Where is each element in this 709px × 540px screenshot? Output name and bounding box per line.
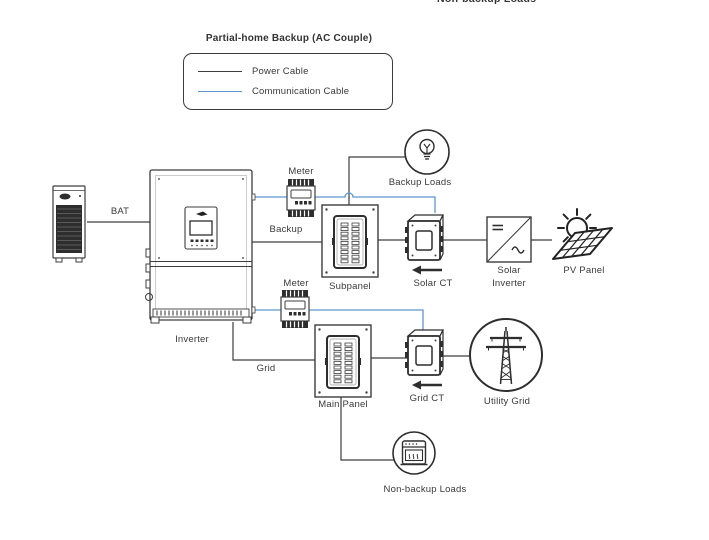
backup-label: Backup — [269, 224, 303, 235]
grid-ct-arrow-icon — [410, 379, 444, 391]
solar-ct-label: Solar CT — [413, 278, 453, 289]
main-panel-label: Main Panel — [318, 399, 368, 410]
meter-top-label: Meter — [288, 166, 314, 177]
legend-box: Power Cable Communication Cable — [183, 53, 393, 110]
inverter-label: Inverter — [175, 334, 209, 345]
main-panel-icon — [314, 324, 372, 398]
meter-top-icon — [286, 178, 316, 218]
backup-loads-icon — [404, 129, 450, 175]
utility-grid-label: Utility Grid — [483, 396, 531, 407]
meter-bottom-label: Meter — [283, 278, 309, 289]
grid-ct-icon — [404, 329, 445, 376]
communication-cable-swatch — [198, 91, 242, 92]
non-backup-loads-label: Non-backup Loads — [383, 484, 467, 495]
utility-grid-icon — [469, 318, 543, 392]
bat-label: BAT — [110, 206, 130, 217]
inverter-display — [184, 206, 218, 250]
legend-row-power: Power Cable — [184, 66, 392, 77]
legend-row-communication: Communication Cable — [184, 86, 392, 97]
grid-label: Grid — [256, 363, 276, 374]
grid-ct-label: Grid CT — [409, 393, 445, 404]
solar-inverter-label-line1: Solar — [497, 265, 521, 276]
diagram-title: Partial-home Backup (AC Couple) — [205, 33, 373, 44]
inverter-icon — [145, 169, 256, 324]
backup-loads-label: Backup Loads — [388, 177, 452, 188]
non-backup-loads-icon — [392, 431, 436, 475]
communication-cable-label: Communication Cable — [252, 86, 350, 97]
battery-icon — [52, 185, 86, 263]
top-partial-label-text: Non-backup Loads — [437, 0, 567, 5]
solar-ct-icon — [404, 214, 445, 261]
subpanel-icon — [321, 204, 379, 278]
top-partial-label: Non-backup Loads — [437, 0, 567, 7]
subpanel-label: Subpanel — [329, 281, 371, 292]
pv-panel-label: PV Panel — [563, 265, 605, 276]
solar-inverter-icon — [486, 216, 532, 263]
power-cable-swatch — [198, 71, 242, 72]
solar-ct-arrow-icon — [410, 264, 444, 276]
power-cable-lines — [87, 156, 552, 461]
solar-inverter-label-line2: Inverter — [492, 278, 526, 289]
meter-bottom-icon — [280, 289, 310, 329]
pv-panel-icon — [552, 208, 613, 260]
power-cable-label: Power Cable — [252, 66, 309, 77]
